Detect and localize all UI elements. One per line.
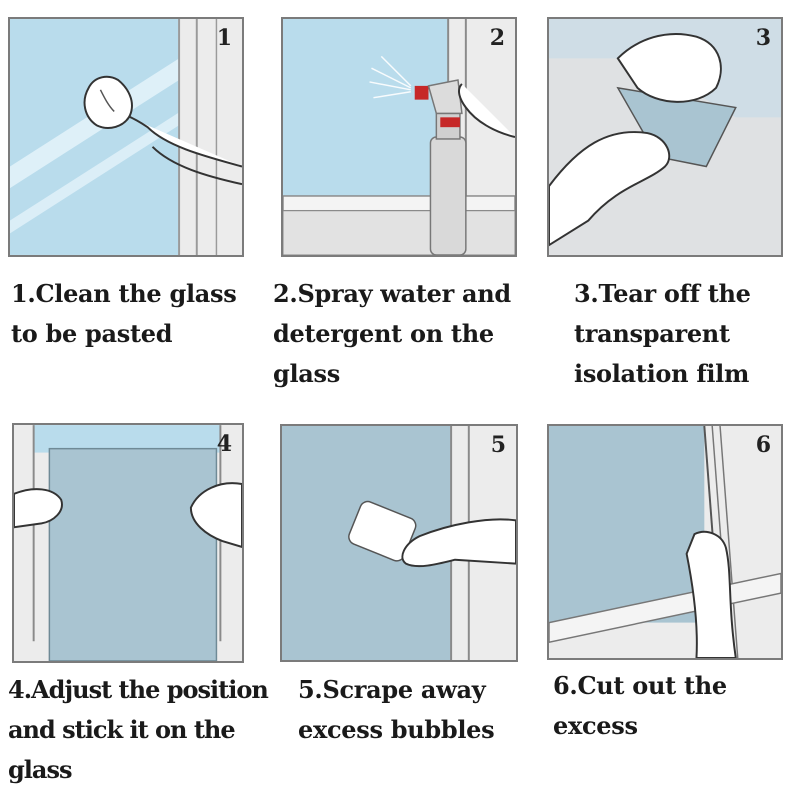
step-number: 1	[216, 25, 232, 51]
step-1-illustration: 1	[8, 17, 244, 257]
window-film	[549, 426, 705, 623]
step-3-illustration: 3	[547, 17, 783, 257]
step-5-illustration: 5	[280, 424, 518, 662]
step-number: 3	[755, 25, 771, 51]
stick-film-illustration	[14, 425, 242, 661]
clean-glass-illustration	[10, 19, 242, 255]
hand	[401, 518, 516, 568]
step-number: 5	[490, 432, 506, 458]
step-2-illustration: 2	[281, 17, 517, 257]
tear-film-illustration	[549, 19, 781, 255]
step-3-caption: 3.Tear off the transparent isolation fil…	[574, 279, 751, 388]
window-frame	[179, 19, 242, 255]
step-2-caption: 2.Spray water and detergent on the glass	[273, 279, 511, 388]
cloth-hand	[83, 75, 133, 129]
hand-right	[189, 482, 242, 548]
cut-excess-illustration	[549, 426, 781, 658]
hand-cutting	[685, 530, 737, 658]
step-number: 4	[216, 431, 232, 457]
step-6-caption: 6.Cut out the excess	[553, 671, 727, 740]
hand-left	[14, 488, 63, 529]
step-4-illustration: 4	[12, 423, 244, 663]
step-5-caption: 5.Scrape away excess bubbles	[298, 675, 495, 744]
hand-top	[616, 33, 722, 103]
spray-bottle	[429, 136, 467, 255]
step-number: 2	[489, 25, 505, 51]
spray-nozzle	[414, 85, 429, 100]
step-1-caption: 1.Clean the glass to be pasted	[11, 279, 237, 348]
spray-water-illustration	[283, 19, 515, 255]
scrape-bubbles-illustration	[282, 426, 516, 660]
window-film	[48, 447, 218, 661]
step-number: 6	[755, 432, 771, 458]
step-6-illustration: 6	[547, 424, 783, 660]
step-4-caption: 4.Adjust the position and stick it on th…	[8, 675, 269, 784]
hand-bottom	[549, 131, 671, 247]
window-glass	[283, 19, 449, 196]
